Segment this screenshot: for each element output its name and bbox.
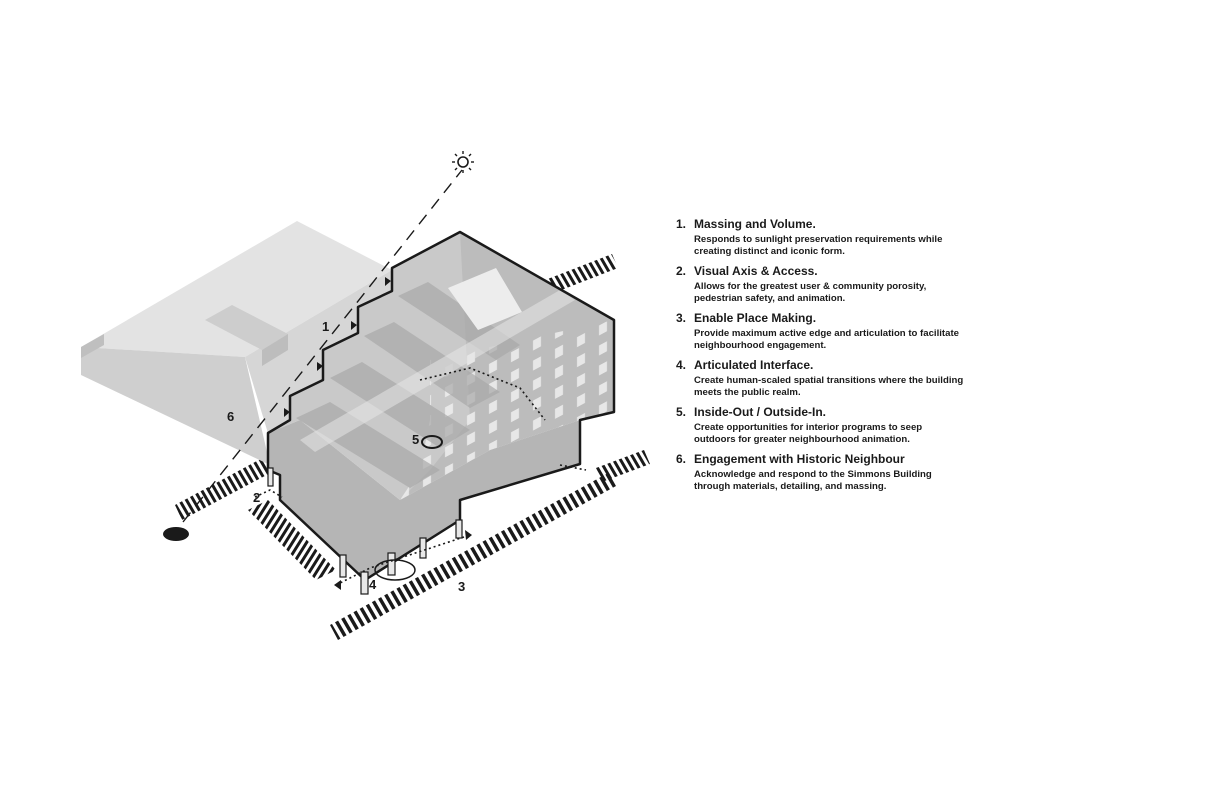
street-crosswalks [175,254,650,640]
roof-light-band [300,290,575,452]
strategy-legend: 1. Massing and Volume. Responds to sunlig… [676,217,966,499]
column [455,519,463,539]
legend-title: Engagement with Historic Neighbour [694,452,905,466]
ground-columns [267,467,463,595]
legend-item-6: 6. Engagement with Historic Neighbour Ack… [676,452,966,493]
sun-ray-line [182,169,463,523]
new-building-massing [266,230,616,582]
building-left-face [268,420,580,580]
sun-ray [163,169,463,541]
marker-label-2: 2 [253,490,260,505]
sun-icon [452,151,474,173]
legend-title: Inside-Out / Outside-In. [694,405,826,419]
legend-item-3: 3. Enable Place Making. Provide maximum a… [676,311,966,352]
column [387,552,396,576]
legend-number: 5. [676,405,687,419]
crosswalk-left [248,500,336,580]
legend-number: 1. [676,217,687,231]
crosswalk-back-left [175,455,276,520]
inside-out-marker [421,435,443,449]
neighbour-front-face [81,347,270,465]
legend-number: 2. [676,264,687,278]
legend-description: Create opportunities for interior progra… [694,422,923,445]
ray-origin-dot [163,527,189,541]
crosswalk-front [330,472,616,640]
crosswalk-back-right [540,254,618,296]
column [267,467,274,487]
marker-label-1: 1 [322,319,329,334]
legend-title: Articulated Interface. [694,358,814,372]
legend-item-5: 5. Inside-Out / Outside-In. Create opport… [676,405,966,446]
legend-number: 4. [676,358,687,372]
legend-number: 6. [676,452,687,466]
neighbour-side-face [245,270,392,440]
legend-title: Visual Axis & Access. [694,264,818,278]
arrow-icon [351,321,357,330]
legend-description: Provide maximum active edge and articula… [694,328,959,351]
arrow-icon [385,277,391,286]
neighbour-roof-box-side [262,334,288,366]
marker-label-4: 4 [369,577,377,592]
column [360,571,369,595]
path-roof [419,367,546,421]
step-arrows [284,277,391,417]
column [339,554,347,578]
neighbour-parapet [81,334,104,358]
neighbour-roof [81,221,392,357]
column [419,537,427,559]
crosswalk-right [596,450,650,482]
legend-item-4: 4. Articulated Interface. Create human-sc… [676,358,966,399]
arrow-icon [465,530,472,540]
roof-skylight [448,268,522,330]
legend-description: Allows for the greatest user & community… [694,281,927,304]
marker-label-3: 3 [458,579,465,594]
legend-title: Enable Place Making. [694,311,817,325]
legend-description: Create human-scaled spatial transitions … [694,375,964,398]
roof-shadow-stripe-2 [330,362,470,448]
arrow-icon [334,580,341,590]
arrow-icon [284,408,290,417]
arrow-icon [317,362,323,371]
neighbour-roof-box [205,305,288,350]
historic-neighbour-building [81,221,392,465]
interface-ring [374,559,416,581]
path-left [254,489,283,498]
legend-item-1: 1. Massing and Volume. Responds to sunlig… [676,217,966,258]
legend-title: Massing and Volume. [694,217,816,231]
legend-item-2: 2. Visual Axis & Access. Allows for the g… [676,264,966,305]
legend-description: Responds to sunlight preservation requir… [694,234,943,257]
marker-label-5: 5 [412,432,419,447]
legend-description: Acknowledge and respond to the Simmons B… [694,469,932,492]
marker-label-6: 6 [227,409,234,424]
building-outline [266,230,616,582]
access-paths [254,367,587,586]
legend-number: 3. [676,311,687,325]
